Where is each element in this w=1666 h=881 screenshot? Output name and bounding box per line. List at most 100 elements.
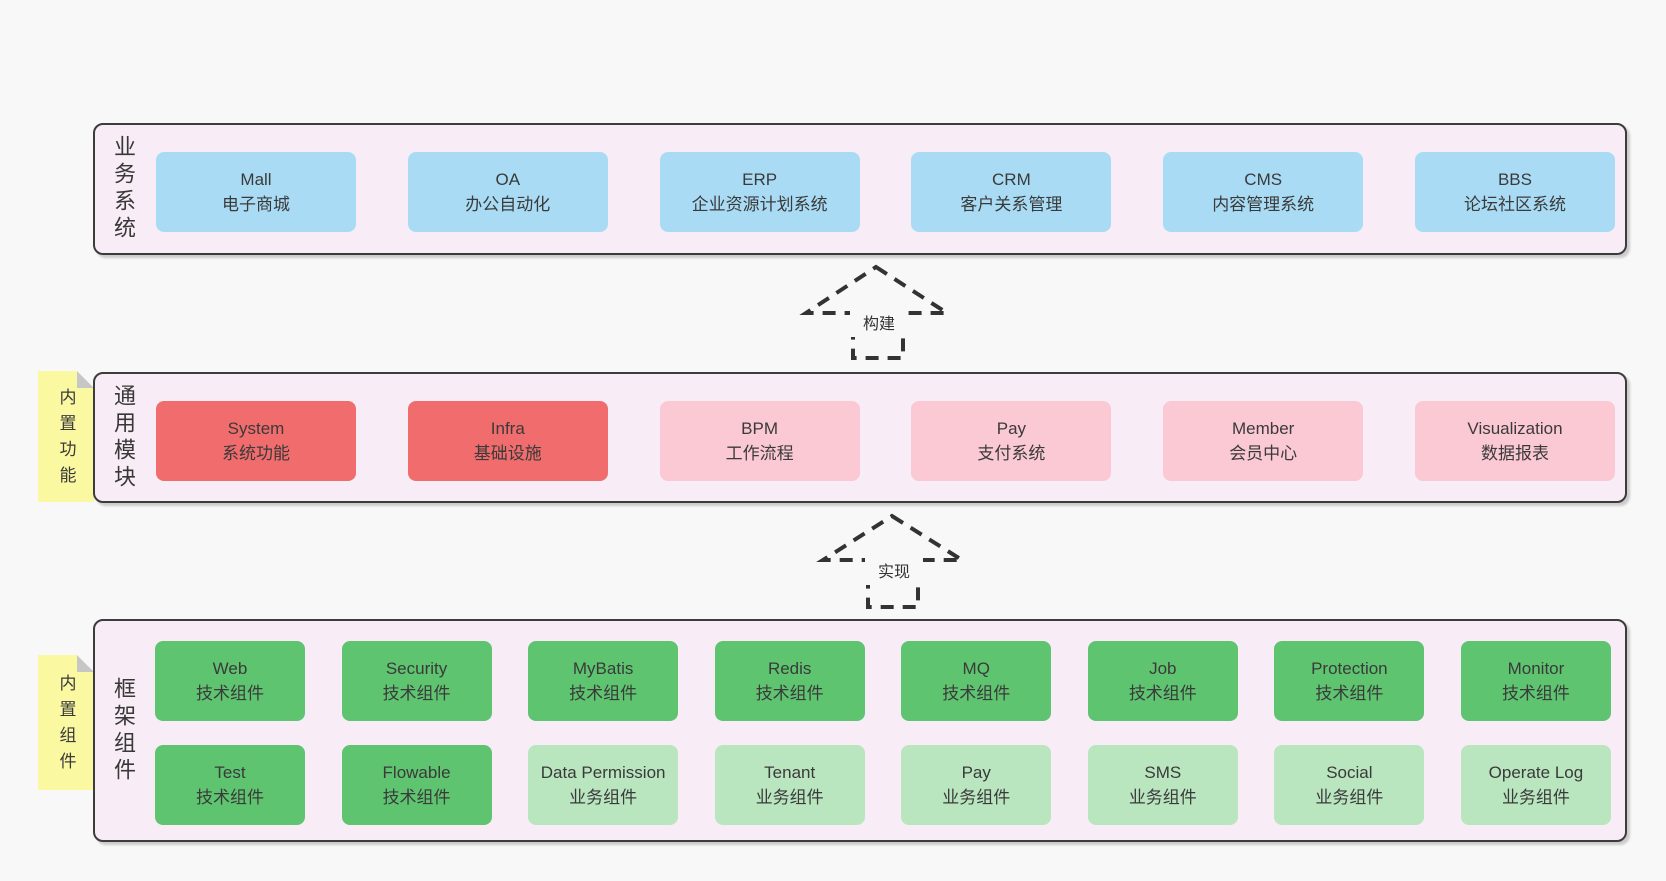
node-monitor: Monitor 技术组件 [1460,641,1611,721]
node-title: System [227,419,285,438]
node-subtitle: 企业资源计划系统 [691,195,828,214]
business-boxes-row: Mall 电子商城 OA 办公自动化 ERP 企业资源计划系统 CRM 客户关系… [156,152,1615,232]
arrow-build-label: 构建 [863,315,895,333]
node-subtitle: 技术组件 [196,684,264,703]
node-bbs: BBS 论坛社区系统 [1414,152,1615,232]
sticky-fold-icon [77,371,94,388]
node-title: Monitor [1507,659,1565,678]
node-title: OA [495,170,521,189]
node-tenant: Tenant 业务组件 [714,745,865,825]
node-subtitle: 业务组件 [1315,788,1384,807]
node-title: Visualization [1467,419,1563,438]
node-redis: Redis 技术组件 [714,641,865,721]
node-title: Test [214,763,246,782]
arrow-build-label-bg [850,310,908,337]
node-title: Social [1326,763,1373,782]
node-subtitle: 技术组件 [196,788,264,807]
node-oa: OA 办公自动化 [407,152,608,232]
node-subtitle: 技术组件 [1501,684,1570,703]
node-security: Security 技术组件 [341,641,492,721]
node-title: Job [1149,659,1177,678]
node-test: Test 技术组件 [155,745,305,825]
node-member: Member 会员中心 [1163,401,1364,481]
node-title: CRM [992,170,1031,189]
node-title: MQ [962,659,990,678]
node-title: MyBatis [572,659,634,678]
node-sms: SMS 业务组件 [1087,745,1238,825]
sticky-note-builtin-features: 内置功能 [38,371,94,502]
node-web: Web 技术组件 [155,641,305,721]
node-subtitle: 会员中心 [1229,444,1298,463]
node-title: Operate Log [1488,763,1584,782]
node-title: Flowable [382,763,451,782]
node-title: Pay [996,419,1027,438]
node-pay-business: Pay 业务组件 [901,745,1052,825]
node-subtitle: 工作流程 [725,444,794,463]
sticky-note-builtin-components: 内置组件 [38,655,94,790]
node-subtitle: 业务组件 [1501,788,1570,807]
node-title: SMS [1144,763,1182,782]
node-title: Data Permission [540,763,666,782]
layer-label-business: 业务系统 [111,135,136,243]
arrow-implement-label-bg [865,557,923,585]
node-mall: Mall 电子商城 [156,152,356,232]
node-title: BPM [741,419,779,438]
arrow-implement-shape [816,513,969,609]
components-row-2: Test 技术组件 Flowable 技术组件 Data Permission … [155,745,1611,825]
node-subtitle: 技术组件 [569,684,638,703]
node-title: Tenant [764,763,816,782]
node-infra: Infra 基础设施 [407,401,608,481]
sticky-text: 内置组件 [56,673,76,778]
node-subtitle: 技术组件 [1128,684,1197,703]
node-subtitle: 业务组件 [569,788,638,807]
layer-label-modules: 通用模块 [111,383,136,492]
layer-framework-components: 框架组件 Web 技术组件 Security 技术组件 MyBatis 技术组件… [93,619,1627,842]
layer-business-systems: 业务系统 Mall 电子商城 OA 办公自动化 ERP 企业资源计划系统 CRM… [93,123,1627,255]
node-subtitle: 技术组件 [382,788,451,807]
node-title: ERP [742,170,778,189]
node-title: Pay [961,763,991,782]
node-subtitle: 办公自动化 [465,195,551,214]
node-erp: ERP 企业资源计划系统 [659,152,860,232]
components-row-1: Web 技术组件 Security 技术组件 MyBatis 技术组件 Redi… [155,641,1611,721]
node-visualization: Visualization 数据报表 [1414,401,1615,481]
modules-boxes-row: System 系统功能 Infra 基础设施 BPM 工作流程 Pay 支付系统… [156,401,1615,481]
node-social: Social 业务组件 [1274,745,1425,825]
node-mybatis: MyBatis 技术组件 [528,641,679,721]
node-bpm: BPM 工作流程 [659,401,860,481]
node-subtitle: 技术组件 [1315,684,1384,703]
node-subtitle: 业务组件 [1128,788,1197,807]
node-subtitle: 技术组件 [382,684,451,703]
node-subtitle: 支付系统 [977,444,1046,463]
arrow-build: 构建 [799,264,954,360]
node-subtitle: 数据报表 [1480,444,1549,463]
node-operate-log: Operate Log 业务组件 [1460,745,1611,825]
node-title: Infra [490,419,525,438]
node-subtitle: 系统功能 [222,444,290,463]
layer-common-modules: 通用模块 System 系统功能 Infra 基础设施 BPM 工作流程 Pay… [93,372,1627,503]
node-system: System 系统功能 [156,401,356,481]
node-job: Job 技术组件 [1087,641,1238,721]
node-subtitle: 技术组件 [755,684,824,703]
node-title: Web [212,659,248,678]
sticky-fold-icon [77,655,94,672]
node-crm: CRM 客户关系管理 [911,152,1112,232]
node-flowable: Flowable 技术组件 [341,745,492,825]
layer-label-components: 框架组件 [111,676,136,785]
sticky-text: 内置功能 [56,387,76,492]
arrow-implement: 实现 [816,513,969,609]
node-title: CMS [1244,170,1283,189]
node-title: Mall [240,170,272,189]
node-title: Security [385,659,448,678]
node-title: Protection [1311,659,1388,678]
arrow-implement-label: 实现 [878,563,910,581]
node-pay: Pay 支付系统 [911,401,1112,481]
node-subtitle: 客户关系管理 [960,195,1063,214]
node-subtitle: 电子商城 [222,195,290,214]
node-data-permission: Data Permission 业务组件 [528,745,679,825]
node-protection: Protection 技术组件 [1274,641,1425,721]
node-mq: MQ 技术组件 [901,641,1052,721]
node-subtitle: 论坛社区系统 [1463,195,1566,214]
node-title: Redis [767,659,812,678]
